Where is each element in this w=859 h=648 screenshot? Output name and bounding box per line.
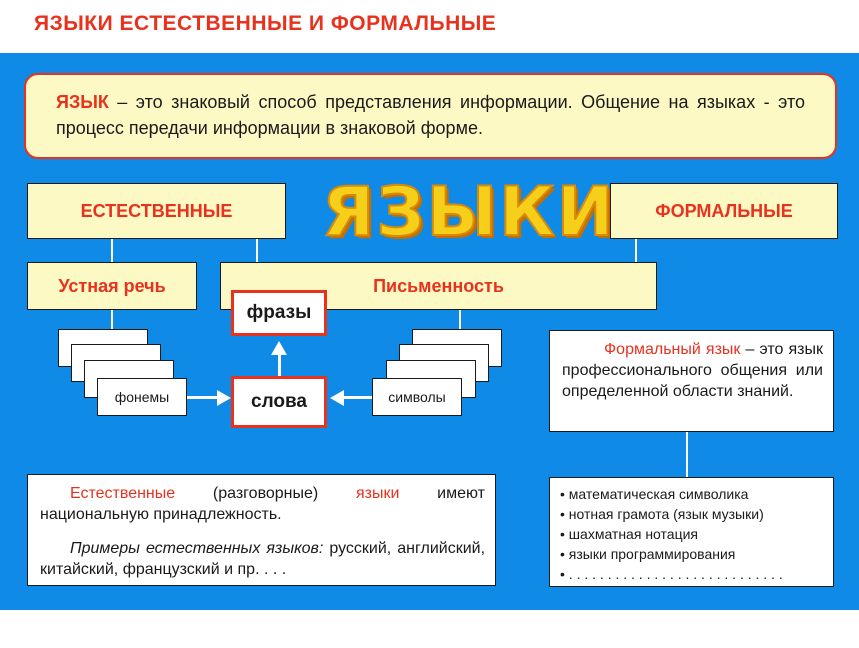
oral-speech-box: Устная речь <box>27 262 197 310</box>
definition-term: ЯЗЫК <box>56 92 109 112</box>
natural-term: Естественные <box>70 485 176 502</box>
arrow-words-phrases-head <box>271 341 287 355</box>
phrases-box: фразы <box>231 290 327 336</box>
formal-language-definition: Формальный язык – это язык профессиональ… <box>549 330 834 432</box>
words-box: слова <box>231 376 327 428</box>
connector-natural-written <box>256 239 258 262</box>
list-item: математическая символика <box>560 484 823 504</box>
list-item: языки программирования <box>560 544 823 564</box>
page-title: ЯЗЫКИ ЕСТЕСТВЕННЫЕ И ФОРМАЛЬНЫЕ <box>34 12 497 35</box>
natural-languages-box: ЕСТЕСТВЕННЫЕ <box>27 183 286 239</box>
languages-title-art: ЯЗЫКИ <box>321 172 616 253</box>
natural-examples-paragraph: Примеры естественных языков: русский, ан… <box>40 538 485 580</box>
formal-languages-box: ФОРМАЛЬНЫЕ <box>610 183 838 239</box>
definition-text: – это знаковый способ представления инфо… <box>56 92 805 138</box>
arrow-words-phrases-line <box>278 354 281 377</box>
slide-canvas: ЯЗЫК – это знаковый способ представления… <box>0 53 859 610</box>
phonemes-card: фонемы <box>97 378 187 416</box>
connector-natural-oral <box>111 239 113 262</box>
arrow-symbols-words-line <box>343 396 372 399</box>
symbols-card: символы <box>372 378 462 416</box>
examples-text: русский, английский, китайский, французс… <box>40 540 486 578</box>
connector-oral-cards <box>111 310 113 330</box>
formal-definition-term: Формальный язык <box>604 341 741 358</box>
natural-description-paragraph: Естественные (разговорные) языки имеют н… <box>40 483 485 525</box>
list-item: нотная грамота (язык музыки) <box>560 504 823 524</box>
list-item: . . . . . . . . . . . . . . . . . . . . … <box>560 564 823 584</box>
connector-formal-down <box>635 239 637 262</box>
natural-rest: имеют национальную принадлежность. <box>40 485 485 523</box>
formal-languages-examples: математическая символика нотная грамота … <box>549 477 834 587</box>
connector-formal-list <box>686 432 688 477</box>
arrow-symbols-words-head <box>330 390 344 406</box>
language-definition-box: ЯЗЫК – это знаковый способ представления… <box>24 73 837 159</box>
arrow-phonemes-words-head <box>217 390 231 406</box>
formal-definition-text: – это язык профессионального общения или… <box>562 341 824 400</box>
list-item: шахматная нотация <box>560 524 823 544</box>
connector-written-cards <box>459 310 461 330</box>
arrow-phonemes-words-line <box>187 396 218 399</box>
examples-label: Примеры естественных языков: <box>70 540 324 557</box>
natural-languages-description: Естественные (разговорные) языки имеют н… <box>27 474 496 586</box>
languages-term: языки <box>356 485 400 502</box>
natural-mid: (разговорные) <box>175 485 356 502</box>
